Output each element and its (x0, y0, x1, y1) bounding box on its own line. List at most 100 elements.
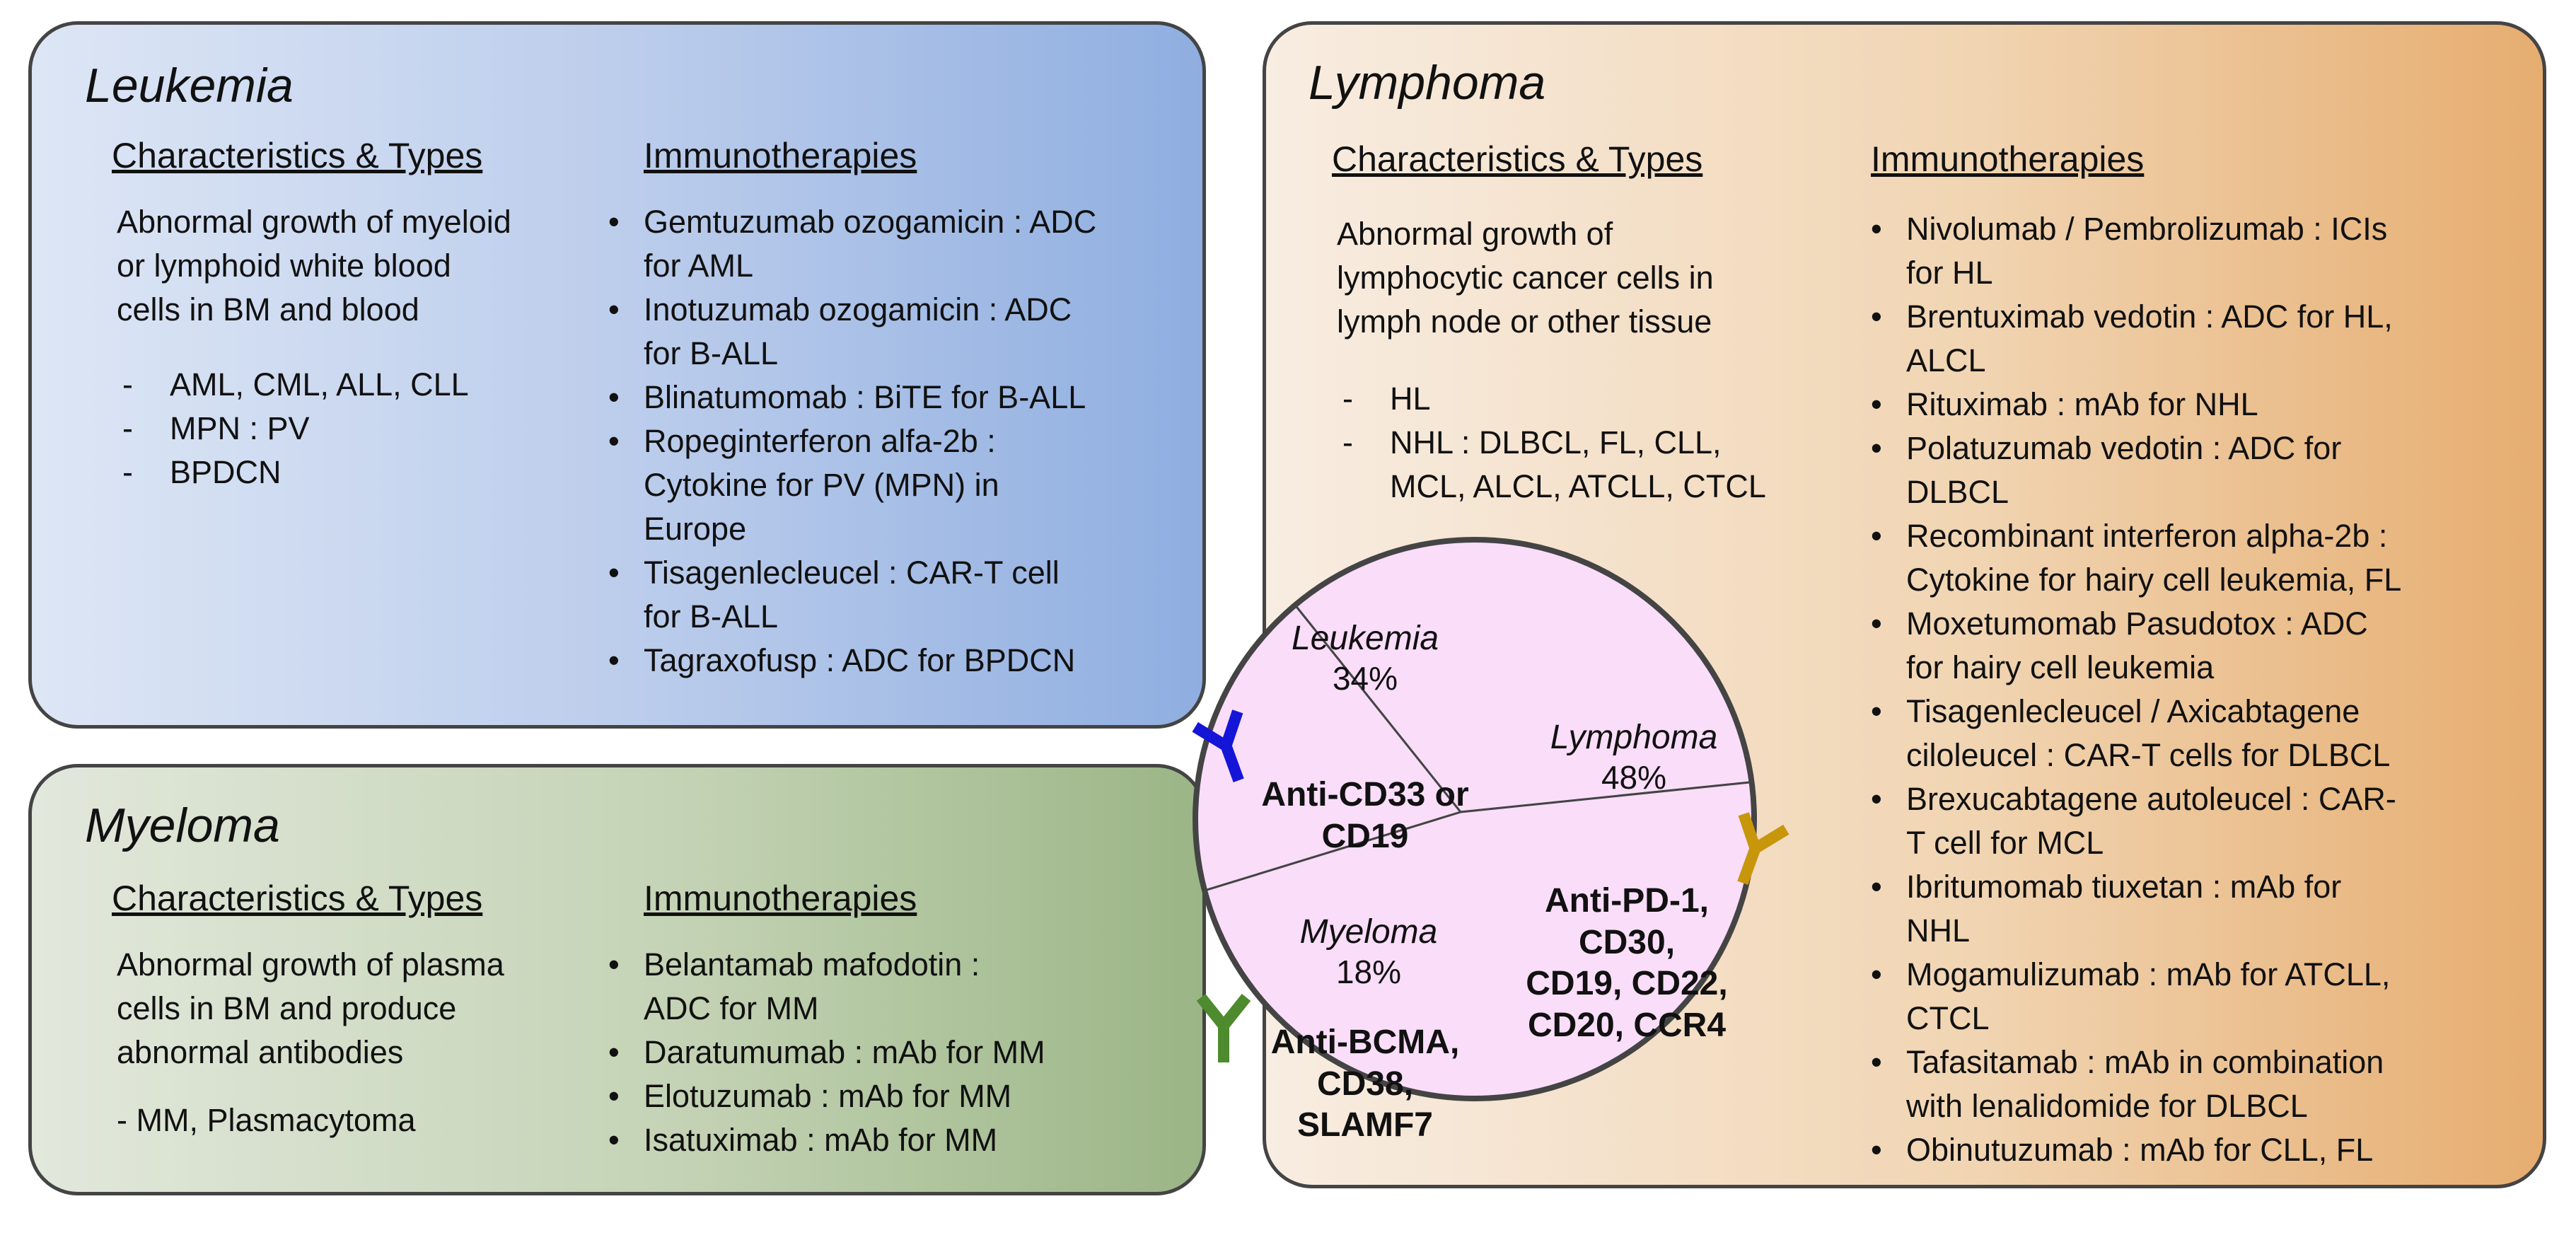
list-item-line: for B-ALL (644, 598, 779, 634)
antibody-icon (1192, 709, 1244, 782)
desc-line: Abnormal growth of (1337, 216, 1613, 252)
list-item-line: Recombinant interferon alpha-2b : (1906, 518, 2388, 554)
target-line: CD38, (1316, 1065, 1414, 1103)
antibody-icons (1192, 709, 1789, 1062)
myeloma-targets: Anti-BCMA, CD38, SLAMF7 (1217, 1022, 1514, 1147)
list-item: Blinatumomab : BiTE for B-ALL (608, 376, 1096, 419)
list-item-line: Daratumumab : mAb for MM (644, 1034, 1045, 1070)
myeloma-immuno-heading: Immunotherapies (644, 879, 917, 918)
target-line: Anti-BCMA, (1270, 1024, 1460, 1061)
list-item: Ropeginterferon alfa-2b : Cytokine for PV… (608, 419, 1096, 551)
slice-percent: 18% (1335, 953, 1402, 990)
list-item-line: Cytokine for PV (MPN) in (644, 467, 999, 503)
list-item-line: Nivolumab / Pembrolizumab : ICIs (1906, 211, 2388, 247)
list-item-line: ADC for MM (644, 990, 819, 1026)
list-item-line: Moxetumomab Pasudotox : ADC (1906, 605, 2368, 642)
list-item: Moxetumomab Pasudotox : ADC for hairy cel… (1871, 602, 2401, 690)
myeloma-panel: Myeloma Characteristics & Types Abnormal… (28, 764, 1206, 1195)
list-item-line: HL (1390, 381, 1431, 417)
pie-outline (1193, 537, 1757, 1101)
list-item: Isatuximab : mAb for MM (608, 1118, 1045, 1162)
antibody-icon (1196, 994, 1251, 1062)
list-item-line: Rituximab : mAb for NHL (1906, 386, 2258, 422)
list-item: Tagraxofusp : ADC for BPDCN (608, 639, 1096, 683)
list-item-line: Cytokine for hairy cell leukemia, FL (1906, 562, 2402, 598)
list-item: Daratumumab : mAb for MM (608, 1031, 1045, 1074)
desc-line: abnormal antibodies (117, 1034, 404, 1070)
list-item-line: ALCL (1906, 342, 1986, 378)
list-item: Obinutuzumab : mAb for CLL, FL (1871, 1128, 2401, 1172)
target-line: Anti-PD-1, (1545, 882, 1709, 920)
desc-line: or lymphoid white blood (117, 248, 451, 284)
list-item-line: for B-ALL (644, 335, 779, 371)
list-item-line: Ibritumomab tiuxetan : mAb for (1906, 869, 2342, 905)
list-item-line: ciloleucel : CAR-T cells for DLBCL (1906, 737, 2391, 773)
list-item: Mogamulizumab : mAb for ATCLL, CTCL (1871, 953, 2401, 1041)
leukemia-slice-label: Leukemia 34% (1209, 619, 1521, 697)
myeloma-slice-label: Myeloma 18% (1227, 912, 1510, 991)
myeloma-therapy-list: Belantamab mafodotin : ADC for MM Daratum… (608, 943, 1045, 1162)
target-line: SLAMF7 (1297, 1106, 1433, 1144)
list-item-line: Tafasitamab : mAb in combination (1906, 1044, 2384, 1080)
list-item-line: Elotuzumab : mAb for MM (644, 1078, 1012, 1114)
leukemia-title: Leukemia (85, 59, 294, 112)
list-item: Brexucabtagene autoleucel : CAR-T cell f… (1871, 777, 2401, 865)
list-item-line: Belantamab mafodotin : (644, 946, 980, 983)
list-item-line: Tisagenlecleucel / Axicabtagene (1906, 693, 2360, 729)
list-item: Tisagenlecleucel : CAR-T cell for B-ALL (608, 551, 1096, 639)
list-item: Brentuximab vedotin : ADC for HL,ALCL (1871, 295, 2401, 383)
leukemia-char-heading: Characteristics & Types (112, 136, 483, 175)
lymphoma-char-heading: Characteristics & Types (1332, 139, 1703, 179)
target-line: Anti-CD33 or (1261, 776, 1469, 813)
list-item-line: Europe (644, 511, 747, 547)
list-item-line: with lenalidomide for DLBCL (1906, 1088, 2308, 1124)
myeloma-types: - MM, Plasmacytoma (117, 1102, 416, 1138)
myeloma-char-desc: Abnormal growth of plasma cells in BM an… (117, 943, 504, 1074)
list-item-line: MCL, ALCL, ATCLL, CTCL (1390, 468, 1766, 504)
list-item: NHL : DLBCL, FL, CLL, MCL, ALCL, ATCLL, C… (1337, 421, 1766, 509)
list-item-line: for hairy cell leukemia (1906, 649, 2215, 685)
target-line: CD19, CD22, (1526, 965, 1728, 1003)
desc-line: lymph node or other tissue (1337, 303, 1712, 340)
list-item-line: for AML (644, 248, 754, 284)
slice-percent: 34% (1332, 659, 1398, 697)
list-item-line: Tisagenlecleucel : CAR-T cell (644, 555, 1060, 591)
list-item: Rituximab : mAb for NHL (1871, 383, 2401, 427)
slice-name: Leukemia (1291, 620, 1439, 657)
target-line: CD20, CCR4 (1527, 1006, 1727, 1044)
antibody-icon (1737, 812, 1789, 885)
list-item-line: Ropeginterferon alfa-2b : (644, 423, 996, 459)
list-item-line: Obinutuzumab : mAb for CLL, FL (1906, 1132, 2374, 1168)
lymphoma-immuno-heading: Immunotherapies (1871, 139, 2145, 179)
list-item: BPDCN (117, 451, 469, 494)
list-item-line: Isatuximab : mAb for MM (644, 1122, 998, 1158)
list-item: Recombinant interferon alpha-2b : Cytokin… (1871, 514, 2401, 602)
list-item-line: Tagraxofusp : ADC for BPDCN (644, 642, 1076, 678)
lymphoma-char-desc: Abnormal growth of lymphocytic cancer ce… (1337, 212, 1714, 344)
desc-line: cells in BM and blood (117, 291, 419, 328)
list-item-line: DLBCL (1906, 474, 2009, 510)
myeloma-title: Myeloma (85, 799, 280, 852)
slice-percent: 48% (1601, 758, 1667, 796)
list-item: Elotuzumab : mAb for MM (608, 1074, 1045, 1118)
list-item-line: NHL : DLBCL, FL, CLL, (1390, 424, 1722, 460)
list-item: Tisagenlecleucel / Axicabtagene ciloleuce… (1871, 690, 2401, 777)
desc-line: lymphocytic cancer cells in (1337, 260, 1714, 296)
list-item-line: Polatuzumab vedotin : ADC for (1906, 430, 2342, 466)
list-item: AML, CML, ALL, CLL (117, 363, 469, 407)
leukemia-char-desc: Abnormal growth of myeloid or lymphoid w… (117, 200, 511, 332)
myeloma-char-heading: Characteristics & Types (112, 879, 483, 918)
list-item: MPN : PV (117, 407, 469, 451)
list-item: HL (1337, 377, 1766, 421)
list-item-line: NHL (1906, 912, 1971, 949)
list-item-line: CTCL (1906, 1000, 1990, 1036)
desc-line: Abnormal growth of plasma (117, 946, 504, 983)
list-item-line: Mogamulizumab : mAb for ATCLL, (1906, 956, 2391, 992)
